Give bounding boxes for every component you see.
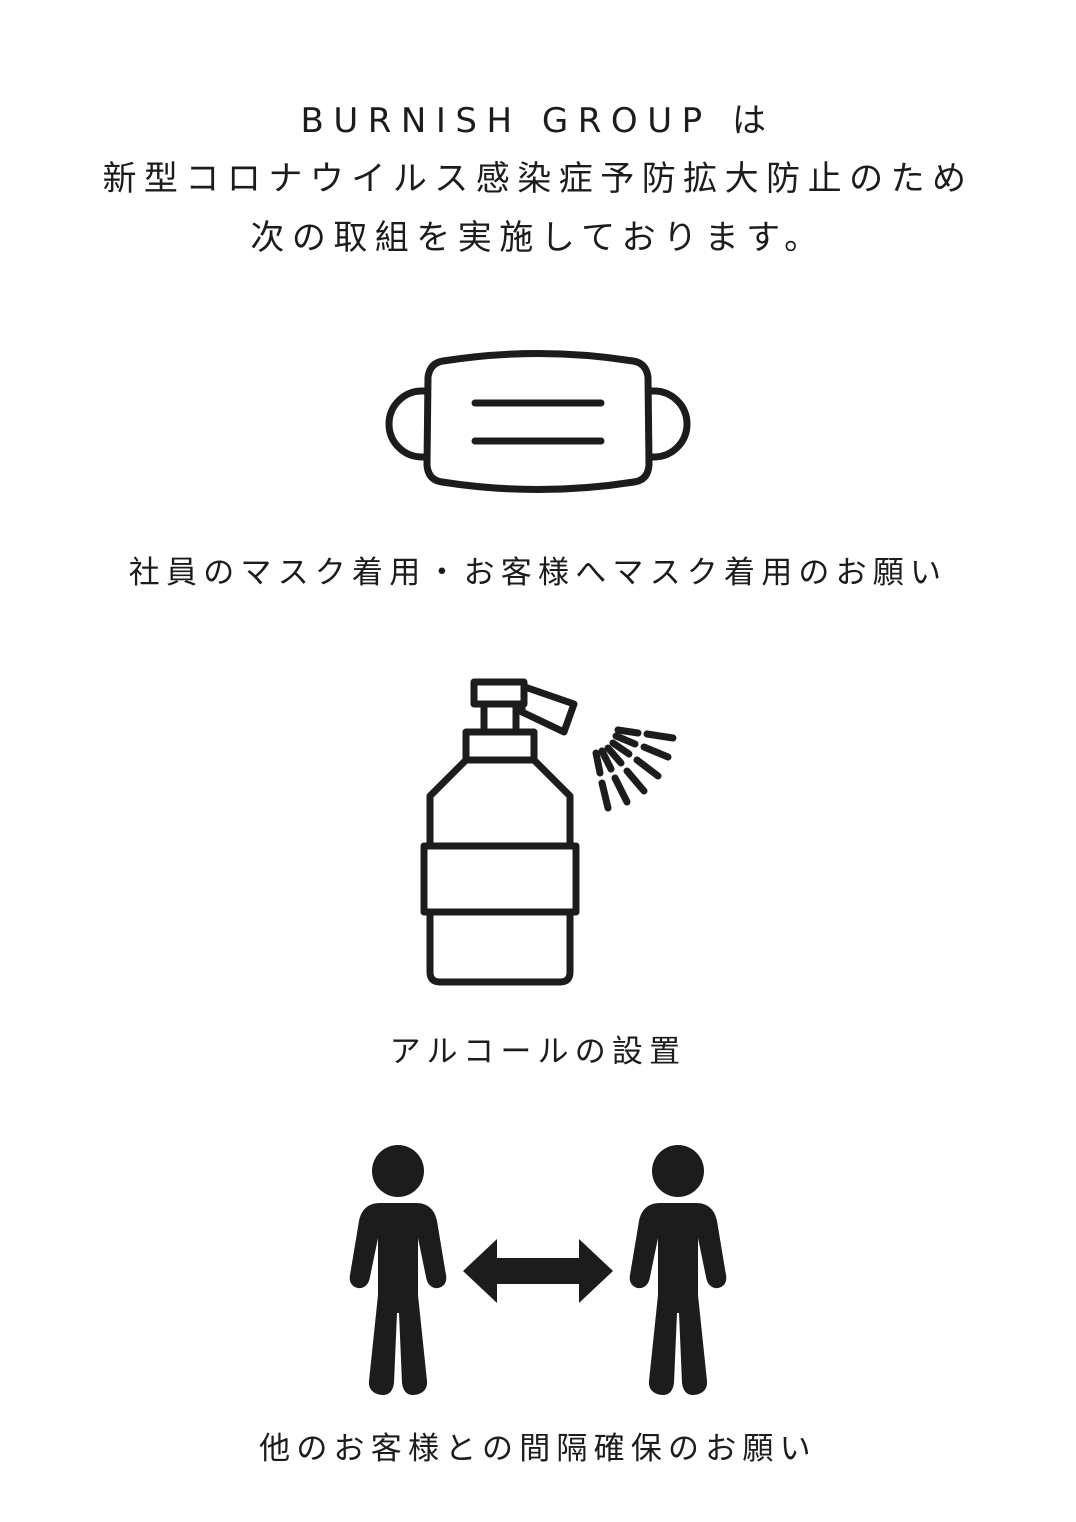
person-right bbox=[629, 1145, 727, 1396]
distance-arrow-icon bbox=[462, 1239, 613, 1304]
face-mask-icon bbox=[383, 339, 693, 509]
section-mask: 社員のマスク着用・お客様へマスク着用のお願い bbox=[129, 339, 947, 592]
title-line-2: 新型コロナウイルス感染症予防拡大防止のため bbox=[102, 159, 974, 200]
alcohol-caption: アルコールの設置 bbox=[389, 1034, 687, 1071]
poster-title: BURNISH GROUP は 新型コロナウイルス感染症予防拡大防止のため 次の… bbox=[102, 92, 973, 267]
social-distance-icon bbox=[323, 1143, 753, 1403]
mask-caption: 社員のマスク着用・お客様へマスク着用のお願い bbox=[128, 555, 948, 592]
distance-caption: 他のお客様との間隔確保のお願い bbox=[259, 1431, 817, 1468]
section-alcohol: アルコールの設置 bbox=[388, 674, 688, 1071]
section-distance: 他のお客様との間隔確保のお願い bbox=[259, 1143, 817, 1468]
alcohol-spray-icon bbox=[388, 674, 688, 994]
person-left bbox=[349, 1145, 447, 1396]
title-line-1: BURNISH GROUP は bbox=[300, 101, 776, 141]
spray-droplets bbox=[592, 726, 677, 812]
title-line-3: 次の取組を実施しております。 bbox=[250, 217, 826, 258]
